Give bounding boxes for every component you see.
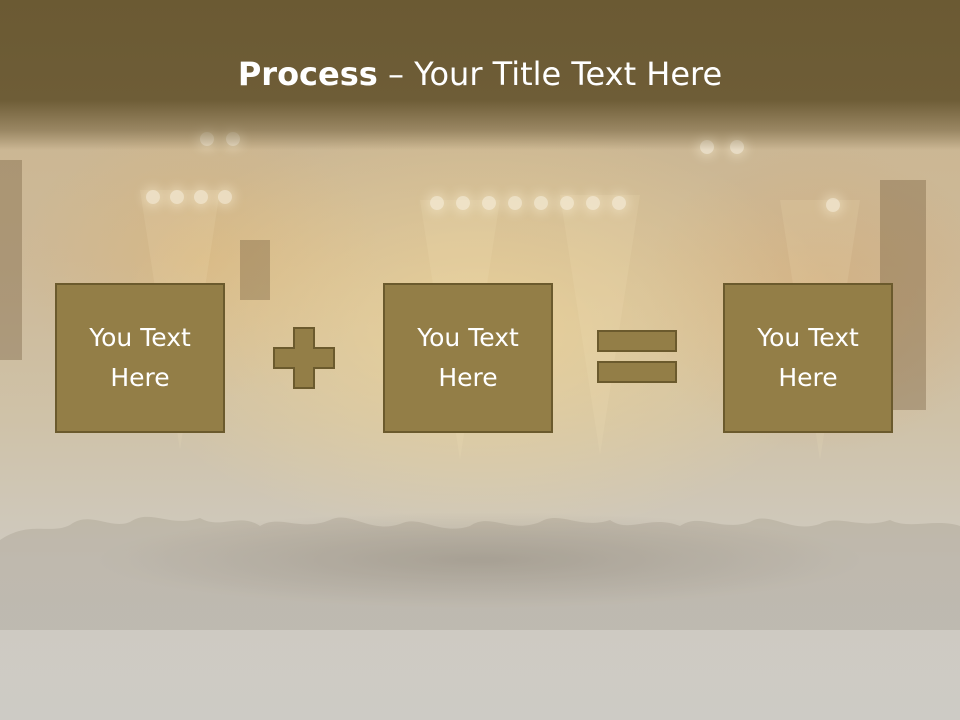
process-box-3[interactable]: You Text Here bbox=[723, 283, 893, 433]
crowd-silhouette bbox=[0, 500, 960, 630]
box-2-line-1: You Text bbox=[417, 323, 519, 352]
header-band bbox=[0, 0, 960, 150]
slide-title: Process – Your Title Text Here bbox=[0, 52, 960, 96]
box-3-line-1: You Text bbox=[757, 323, 859, 352]
box-3-line-2: Here bbox=[778, 363, 838, 392]
plus-icon bbox=[273, 327, 335, 389]
light-beam bbox=[560, 195, 640, 455]
box-1-line-1: You Text bbox=[89, 323, 191, 352]
box-2-line-2: Here bbox=[438, 363, 498, 392]
equals-icon bbox=[597, 330, 677, 383]
title-rest: – Your Title Text Here bbox=[377, 55, 723, 93]
stage-truss bbox=[240, 240, 270, 300]
stage-truss bbox=[0, 160, 22, 360]
title-bold: Process bbox=[237, 55, 378, 93]
process-box-1[interactable]: You Text Here bbox=[55, 283, 225, 433]
crowd-silhouette-graphic bbox=[0, 516, 960, 630]
process-box-2[interactable]: You Text Here bbox=[383, 283, 553, 433]
box-1-line-2: Here bbox=[110, 363, 170, 392]
